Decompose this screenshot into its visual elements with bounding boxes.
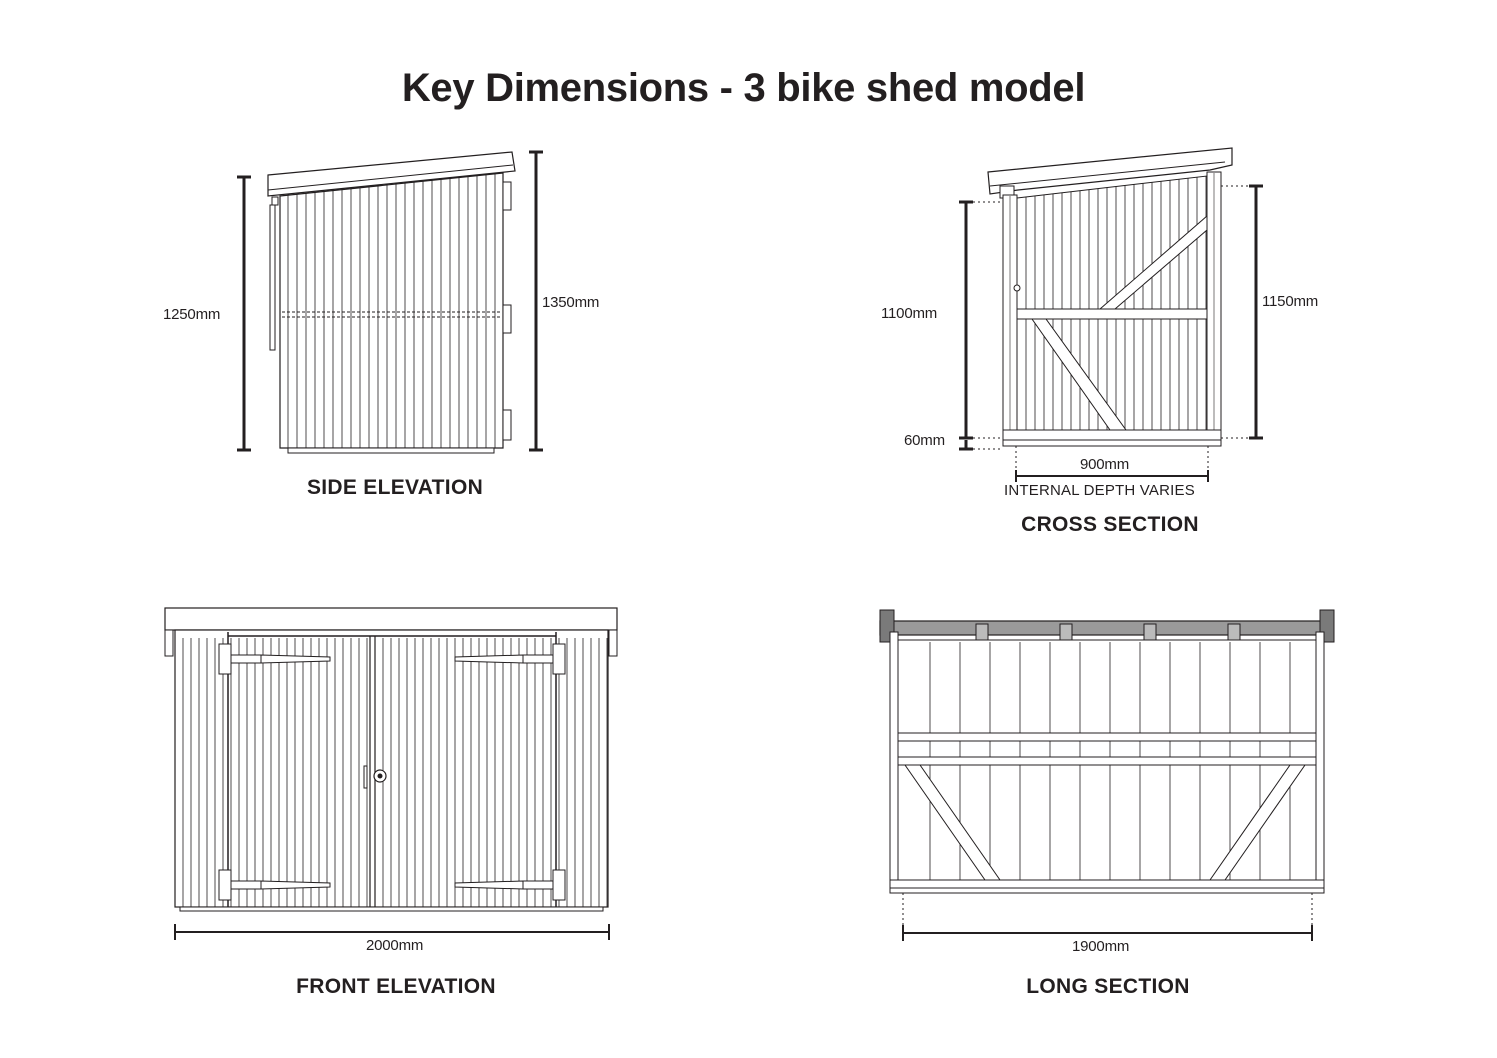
long-section-caption: LONG SECTION [1026, 975, 1190, 998]
front-elevation-drawing [164, 607, 618, 940]
cross-depth-label: 900mm [1080, 456, 1130, 473]
front-elevation-caption: FRONT ELEVATION [296, 975, 496, 998]
long-section-drawing [879, 609, 1335, 941]
cross-section-caption: CROSS SECTION [1021, 513, 1199, 536]
cross-right-height-label: 1150mm [1262, 293, 1319, 310]
side-front-height-label: 1250mm [163, 306, 221, 323]
cross-section-drawing [959, 147, 1263, 482]
side-elevation-drawing [237, 150, 543, 454]
page-title: Key Dimensions - 3 bike shed model [401, 66, 1086, 110]
front-width-label: 2000mm [366, 937, 424, 954]
cross-base-height-label: 60mm [904, 432, 945, 449]
cross-depth-note: INTERNAL DEPTH VARIES [1004, 482, 1195, 499]
long-width-label: 1900mm [1072, 938, 1130, 955]
cross-left-height-label: 1100mm [881, 305, 938, 322]
side-rear-height-label: 1350mm [542, 294, 600, 311]
side-elevation-caption: SIDE ELEVATION [306, 476, 484, 499]
